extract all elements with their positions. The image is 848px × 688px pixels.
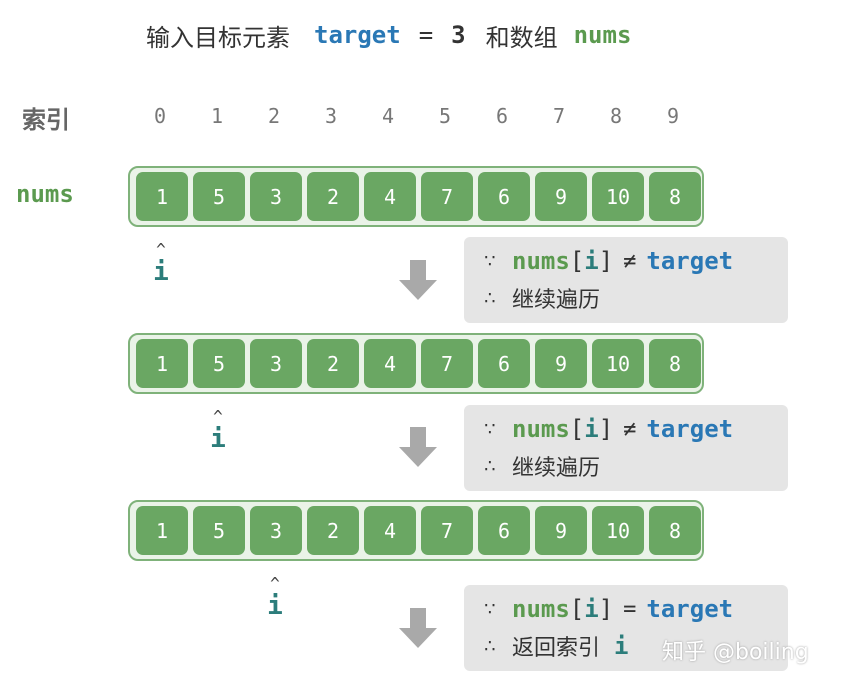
left-bracket: [	[569, 247, 585, 275]
array-cell: 4	[364, 506, 416, 555]
pointer-letter: i	[153, 257, 169, 287]
array-cell: 8	[649, 506, 701, 555]
pointer-caret: ^	[213, 407, 223, 426]
array-cell: 3	[250, 506, 302, 555]
array-cell: 8	[649, 172, 701, 221]
index-number: 7	[552, 104, 566, 128]
array-cell: 5	[193, 172, 245, 221]
array-cell: 3	[250, 339, 302, 388]
pointer-step-3: ^ i	[265, 574, 285, 621]
index-number: 5	[438, 104, 452, 128]
pointer-step-1: ^ i	[151, 240, 171, 287]
header-prefix: 输入目标元素	[146, 23, 290, 52]
because-symbol: ∵	[484, 418, 496, 440]
because-symbol: ∵	[484, 598, 496, 620]
array-cell: 2	[307, 506, 359, 555]
condition-array-name: nums	[512, 595, 570, 623]
right-bracket: ]	[598, 247, 614, 275]
array-cell: 5	[193, 339, 245, 388]
diagram-header: 输入目标元素 target = 3 和数组 nums	[146, 18, 631, 52]
left-bracket: [	[569, 595, 585, 623]
conclusion-text: 继续遍历	[512, 456, 601, 481]
condition-target: target	[646, 415, 734, 443]
array-cell: 4	[364, 172, 416, 221]
conclusion-text: 继续遍历	[512, 288, 601, 313]
right-bracket: ]	[598, 595, 614, 623]
array-cell: 10	[592, 339, 644, 388]
header-equals: =	[418, 21, 434, 49]
index-number: 1	[210, 104, 224, 128]
array-cell: 6	[478, 339, 530, 388]
array-label: nums	[16, 180, 74, 208]
condition-index-var: i	[584, 415, 599, 443]
pointer-letter: i	[210, 424, 226, 454]
array-cell: 2	[307, 339, 359, 388]
array-cell: 9	[535, 506, 587, 555]
array-cell: 7	[421, 172, 473, 221]
left-bracket: [	[569, 415, 585, 443]
info-box-step-2: ∵ nums[i] ≠ target ∴ 继续遍历	[464, 405, 788, 491]
pointer-step-2: ^ i	[208, 407, 228, 454]
index-number: 9	[666, 104, 680, 128]
array-cell: 4	[364, 339, 416, 388]
array-cell: 9	[535, 339, 587, 388]
condition-operator: ≠	[623, 248, 637, 274]
condition-array-name: nums	[512, 415, 570, 443]
index-number: 8	[609, 104, 623, 128]
therefore-symbol: ∴	[484, 287, 496, 309]
array-cell: 8	[649, 339, 701, 388]
array-cell: 3	[250, 172, 302, 221]
watermark: 知乎 @boiling	[662, 640, 809, 665]
array-cell: 7	[421, 506, 473, 555]
condition-target: target	[646, 247, 734, 275]
header-and-array: 和数组	[485, 23, 558, 52]
condition-array-name: nums	[512, 247, 570, 275]
condition-target: target	[646, 595, 734, 623]
array-cell: 6	[478, 172, 530, 221]
index-number: 3	[324, 104, 338, 128]
condition-index-var: i	[584, 595, 599, 623]
header-nums-word: nums	[573, 21, 632, 49]
condition-index-var: i	[584, 247, 599, 275]
index-row-title: 索引	[22, 106, 70, 134]
pointer-letter: i	[267, 591, 283, 621]
array-cell: 10	[592, 172, 644, 221]
array-cell: 9	[535, 172, 587, 221]
array-cell: 6	[478, 506, 530, 555]
array-cell: 1	[136, 172, 188, 221]
conclusion-index-var: i	[614, 632, 629, 660]
condition-operator: ≠	[623, 416, 637, 442]
index-number: 2	[267, 104, 281, 128]
header-target-word: target	[314, 21, 401, 49]
index-number: 6	[495, 104, 509, 128]
array-cell: 1	[136, 339, 188, 388]
header-target-value: 3	[451, 21, 466, 49]
info-box-step-3: ∵ nums[i] = target ∴ 返回索引 i	[464, 585, 788, 671]
down-arrow-icon	[399, 260, 437, 300]
therefore-symbol: ∴	[484, 455, 496, 477]
down-arrow-icon	[399, 608, 437, 648]
array-cell: 7	[421, 339, 473, 388]
pointer-caret: ^	[270, 574, 280, 593]
down-arrow-icon	[399, 427, 437, 467]
array-cell: 5	[193, 506, 245, 555]
condition-operator: =	[623, 596, 637, 622]
array-cell: 2	[307, 172, 359, 221]
therefore-symbol: ∴	[484, 635, 496, 657]
because-symbol: ∵	[484, 250, 496, 272]
index-number: 4	[381, 104, 395, 128]
right-bracket: ]	[598, 415, 614, 443]
conclusion-text: 返回索引	[512, 636, 601, 661]
array-cell: 10	[592, 506, 644, 555]
index-number: 0	[153, 104, 167, 128]
array-cell: 1	[136, 506, 188, 555]
pointer-caret: ^	[156, 240, 166, 259]
info-box-step-1: ∵ nums[i] ≠ target ∴ 继续遍历	[464, 237, 788, 323]
